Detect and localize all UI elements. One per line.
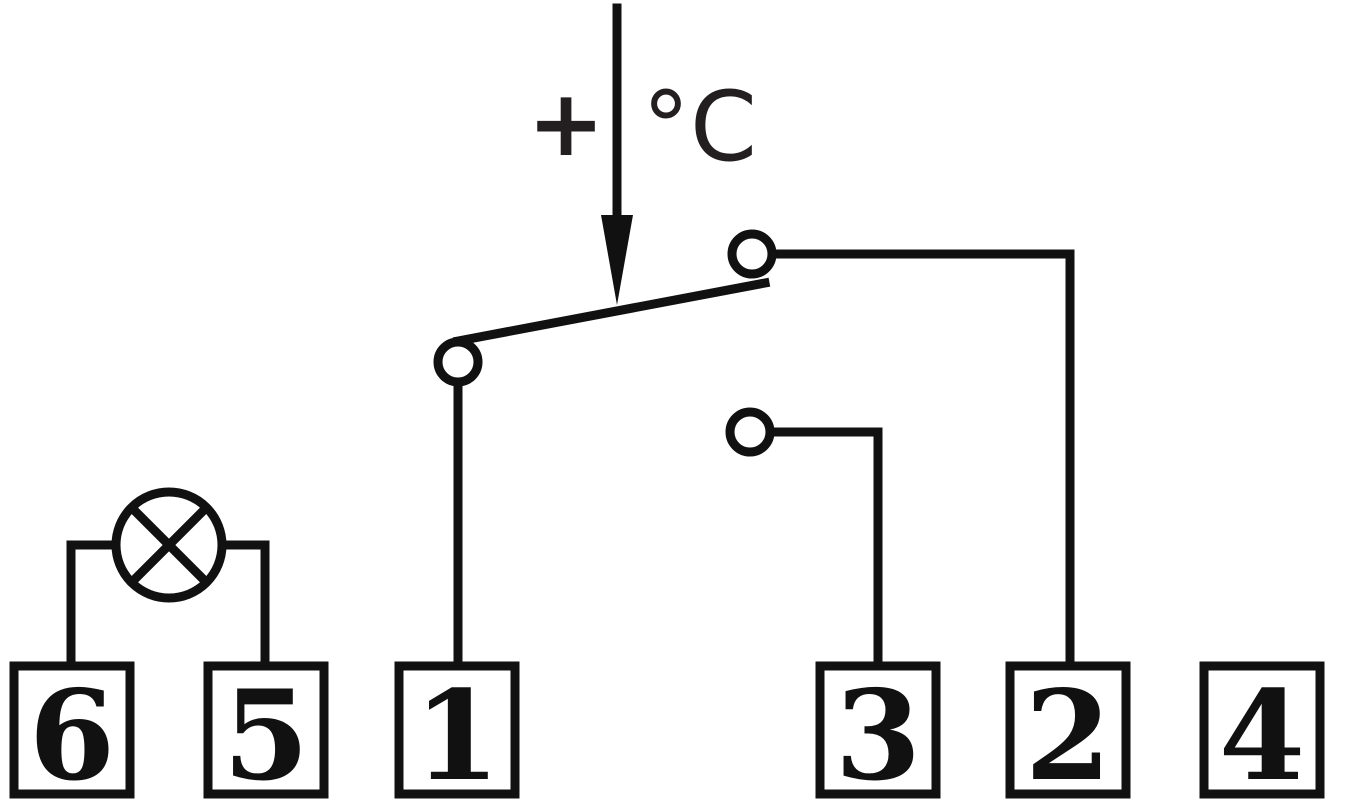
- plus-symbol: +: [527, 70, 604, 177]
- lower-contact: [725, 407, 775, 457]
- degree-celsius-label: °C: [642, 71, 757, 183]
- arrow-head-icon: [601, 215, 633, 305]
- wire-lower-contact-to-terminal-3: [765, 427, 883, 670]
- wire-upper-contact-to-terminal-2: [769, 249, 1075, 670]
- wire-lamp-to-terminal-5: [217, 540, 270, 670]
- terminal-label: 1: [414, 664, 500, 809]
- terminal-1: 1: [394, 661, 520, 809]
- switch-blade: [452, 277, 771, 347]
- wire-lamp-to-terminal-6: [66, 540, 121, 670]
- terminal-label: 2: [1025, 664, 1111, 809]
- terminal-5: 5: [203, 661, 329, 809]
- temperature-arrow: [601, 3, 633, 305]
- terminal-label: 6: [29, 664, 115, 809]
- terminal-6: 6: [9, 661, 135, 809]
- terminal-label: 3: [835, 664, 921, 809]
- terminal-label: 5: [223, 664, 309, 809]
- lamp-icon: [111, 487, 227, 603]
- terminal-label: 4: [1219, 664, 1305, 809]
- terminal-4: 4: [1199, 661, 1325, 809]
- upper-contact: [727, 229, 777, 279]
- terminal-2: 2: [1005, 661, 1131, 809]
- common-contact: [433, 337, 483, 387]
- terminal-3: 3: [815, 661, 941, 809]
